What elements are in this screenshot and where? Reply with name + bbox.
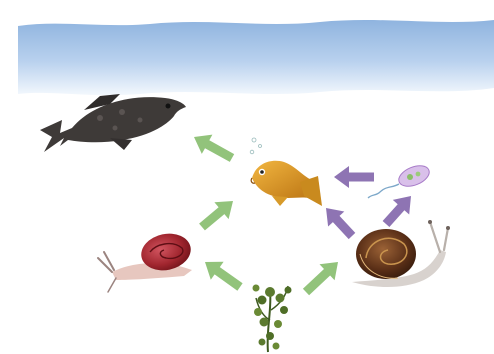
arrow-brown-snail-to-plankton bbox=[383, 196, 411, 227]
arrow-plankton-to-goldfish bbox=[334, 166, 374, 188]
arrow-red-snail-to-goldfish bbox=[199, 201, 233, 230]
brown-snail-icon bbox=[352, 220, 450, 287]
arrow-waterweed-to-brown-snail bbox=[303, 262, 338, 295]
arrow-waterweed-to-red-snail bbox=[205, 262, 243, 291]
water-surface bbox=[18, 20, 494, 95]
arrow-brown-snail-to-goldfish bbox=[326, 208, 355, 239]
small-fish-icon bbox=[250, 138, 322, 206]
large-fish-icon bbox=[40, 94, 186, 152]
arrow-goldfish-to-grouper bbox=[194, 135, 234, 162]
protozoan-icon bbox=[368, 162, 432, 198]
red-snail-icon bbox=[98, 229, 194, 292]
aquatic-plant-icon bbox=[253, 285, 292, 353]
